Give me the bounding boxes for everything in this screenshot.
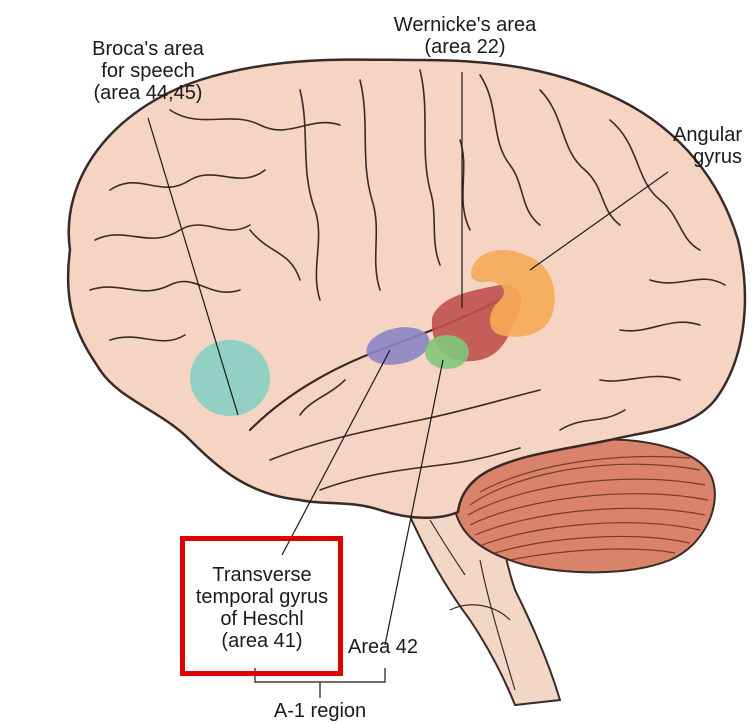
area-42-patch xyxy=(425,335,469,369)
broca-area-label: Broca's area for speech (area 44,45) xyxy=(58,38,238,104)
highlight-box xyxy=(180,536,343,676)
area-42-label: Area 42 xyxy=(348,636,418,658)
a1-region-label: A-1 region xyxy=(250,700,390,722)
angular-gyrus-label: Angular gyrus xyxy=(610,124,742,168)
broca-area-patch xyxy=(190,340,270,416)
wernicke-area-label: Wernicke's area (area 22) xyxy=(360,14,570,58)
